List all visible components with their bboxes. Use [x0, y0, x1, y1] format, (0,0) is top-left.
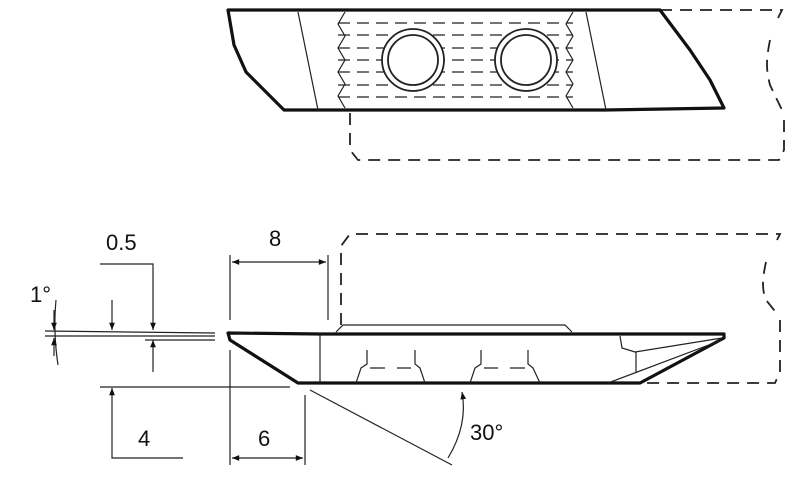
- insert-outline-side: [226, 331, 726, 385]
- holder-outline-top: [349, 9, 785, 161]
- dimension-height: 4: [138, 426, 151, 451]
- top-view: [226, 8, 785, 161]
- screw-hole-right: [494, 28, 558, 92]
- dimension-lines: [44, 255, 467, 466]
- holder-outline-side: [340, 233, 782, 384]
- side-view: [226, 233, 782, 385]
- screw-hole-left: [381, 28, 445, 92]
- dimension-angle-small: 1°: [30, 282, 52, 307]
- dimension-width-top: 8: [269, 226, 282, 251]
- dimension-angle-large: 30°: [470, 420, 504, 445]
- dimension-width-bottom: 6: [258, 426, 271, 451]
- dimension-chamfer: 0.5: [106, 230, 137, 255]
- insert-outline-top: [226, 8, 726, 112]
